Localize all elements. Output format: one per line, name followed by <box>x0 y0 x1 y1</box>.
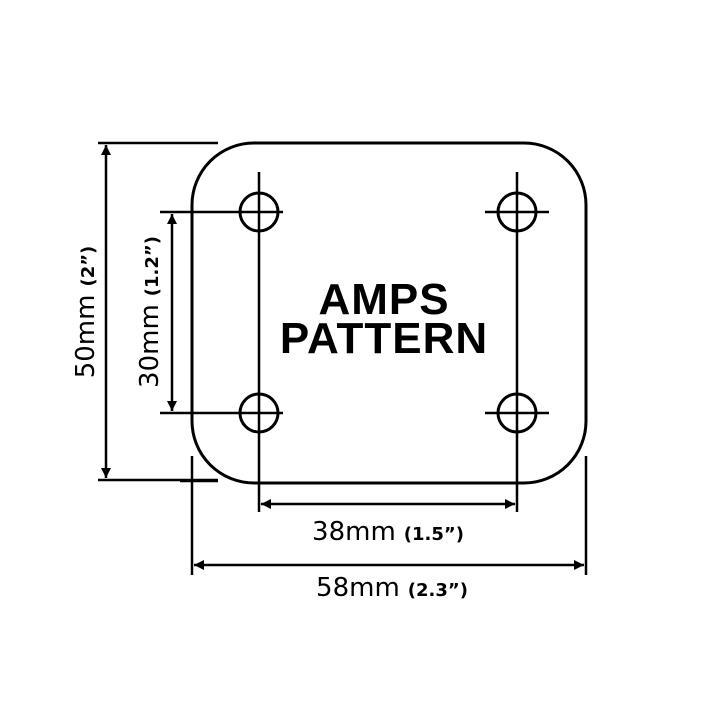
hole-top-left <box>238 191 280 233</box>
dimension-hole-spacing-vertical-label: 30mm (1.2”) <box>135 236 165 388</box>
dimension-overall-width-label: 58mm (2.3”) <box>316 573 468 603</box>
diagram-title-line-2: PATTERN <box>280 314 488 363</box>
dimension-hole-spacing-horizontal-label: 38mm (1.5”) <box>312 517 464 547</box>
hole-center-lines <box>160 172 549 512</box>
mounting-holes <box>238 191 538 434</box>
diagram-title-line-1: AMPS <box>318 275 449 324</box>
hole-bottom-right <box>496 392 538 434</box>
hole-top-right <box>496 191 538 233</box>
hole-bottom-left <box>238 392 280 434</box>
dimension-overall-width <box>180 456 588 575</box>
mounting-plate-outline <box>190 141 588 485</box>
dimension-overall-height-label: 50mm (2”) <box>71 246 101 379</box>
